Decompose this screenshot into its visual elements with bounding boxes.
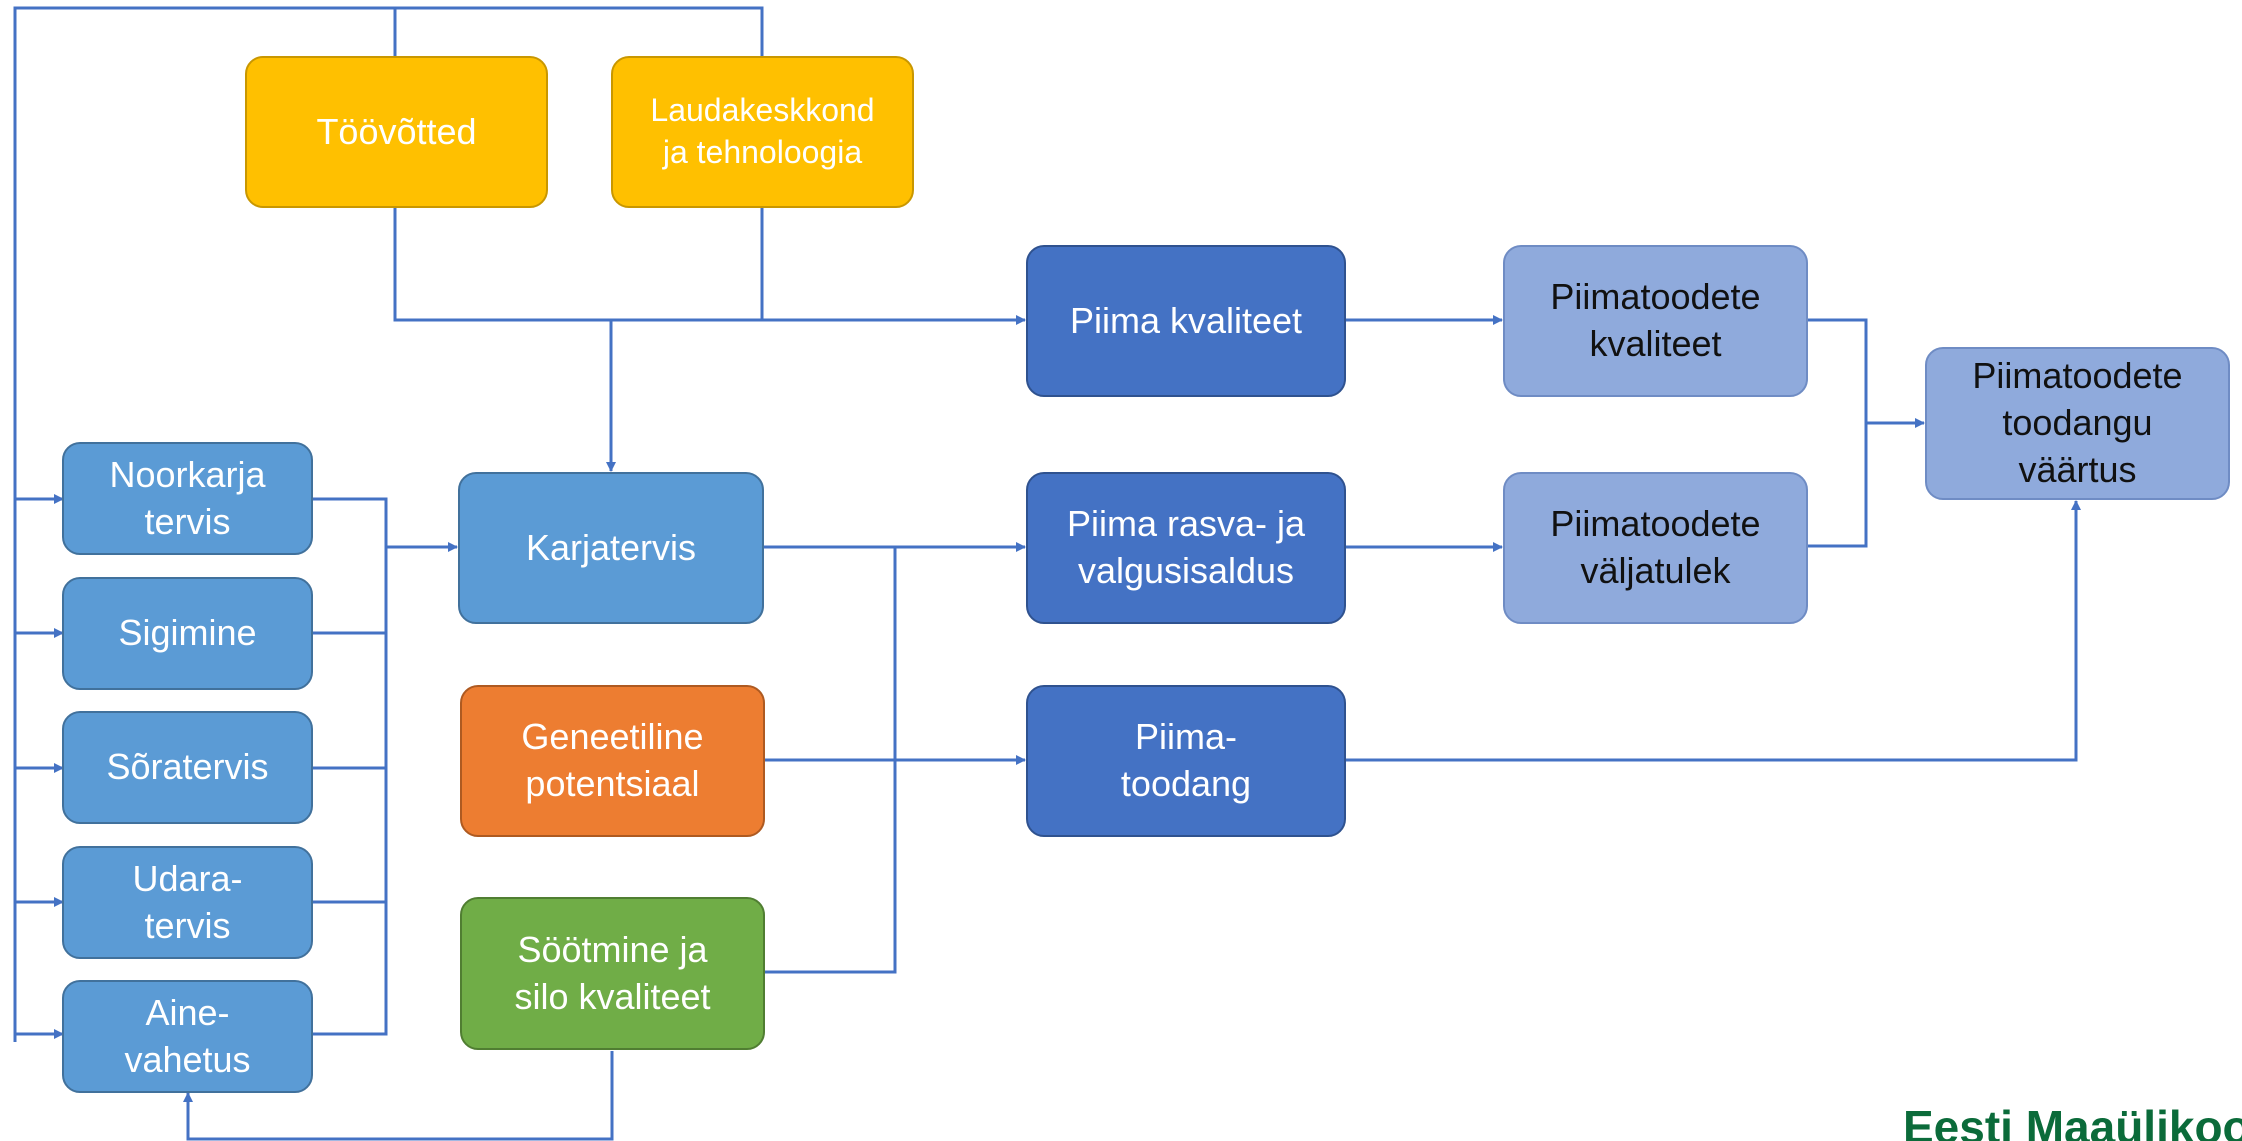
node-geneetiline-potentsiaal: Geneetiline potentsiaal — [460, 685, 765, 837]
node-piima-rasva-valgusisaldus: Piima rasva- ja valgusisaldus — [1026, 472, 1346, 624]
node-piimatoodete-vaartus: Piimatoodete toodangu väärtus — [1925, 347, 2230, 500]
node-sootmine: Söötmine ja silo kvaliteet — [460, 897, 765, 1050]
loop-top-line — [13, 6, 397, 1042]
node-noorkarja-tervis: Noorkarja tervis — [62, 442, 313, 555]
node-piimatoodete-valjatulek: Piimatoodete väljatulek — [1503, 472, 1808, 624]
node-laudakeskkond: Laudakeskkond ja tehnoloogia — [611, 56, 914, 208]
node-piima-kvaliteet: Piima kvaliteet — [1026, 245, 1346, 397]
node-piima-toodang: Piima- toodang — [1026, 685, 1346, 837]
node-soratervis: Sõratervis — [62, 711, 313, 824]
brand-logo-text: Eesti Maaülikool — [1903, 1101, 2242, 1141]
sootmine-out-line — [764, 547, 897, 974]
loop-top-line-right — [395, 6, 764, 58]
toovotted-down-line — [393, 207, 762, 322]
node-sigimine: Sigimine — [62, 577, 313, 690]
feedback-to-ainevahetus — [183, 1051, 614, 1141]
toodang-to-vaartus — [1345, 500, 2081, 762]
node-ainevahetus: Aine- vahetus — [62, 980, 313, 1093]
node-karjatervis: Karjatervis — [458, 472, 764, 624]
kvaliteet-to-vaartus-line — [1807, 318, 1868, 548]
node-piimatoodete-kvaliteet: Piimatoodete kvaliteet — [1503, 245, 1808, 397]
node-udaratervis: Udara- tervis — [62, 846, 313, 959]
node-toovotted: Töövõtted — [245, 56, 548, 208]
